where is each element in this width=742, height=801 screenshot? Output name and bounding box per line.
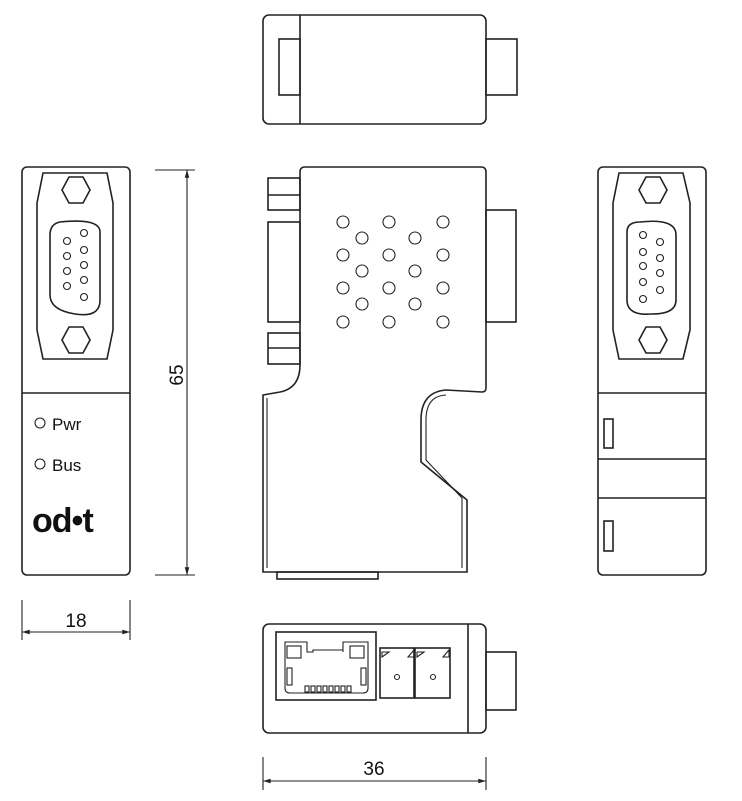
dsub-pin [655,237,665,247]
dsub-pin [62,251,72,261]
vent-hole [336,281,350,295]
dsub-port [49,220,101,316]
vent-hole [436,281,450,295]
hex-screw-icon [638,326,668,354]
vent-hole [336,248,350,262]
rj45-contact [316,685,322,693]
pwr-label: Pwr [52,415,82,434]
dsub-pin [79,260,89,270]
top-view [262,14,518,125]
rj45-contact [304,685,310,693]
rj45-contact [310,685,316,693]
dimension-bottom-width: 36 [262,757,487,790]
odot-logo: od•t [32,502,93,540]
dsub-pin [79,275,89,285]
vent-hole [336,315,350,329]
dsub-pin [655,253,665,263]
dsub-pin [638,247,648,257]
hex-screw-icon [61,326,91,354]
terminal-block-icon [379,647,415,699]
vent-hole [436,215,450,229]
dsub-pin [655,268,665,278]
vent-hole [382,315,396,329]
vent-hole [436,248,450,262]
dsub-pin [62,266,72,276]
dsub-housing [36,172,114,360]
vent-hole [355,297,369,311]
rj45-contact [340,685,346,693]
vent-hole [336,215,350,229]
dimension-side-width: 18 [21,600,131,640]
dsub-pin [79,228,89,238]
vent-hole [355,264,369,278]
dsub-pin [79,292,89,302]
vent-hole [382,248,396,262]
dsub-pin [655,285,665,295]
pwr-led-icon [34,417,46,429]
dsub-pin [638,294,648,304]
dsub-pin [62,281,72,291]
vent-hole [408,297,422,311]
bottom-view [262,623,517,734]
hex-screw-icon [61,176,91,204]
dsub-pin [638,261,648,271]
vent-hole [355,231,369,245]
front-view: Pwr Bus od•t [21,166,131,576]
dsub-pin [638,277,648,287]
vent-hole [436,315,450,329]
terminal-block-icon [414,647,451,699]
rear-view [597,166,707,576]
rj45-contact [322,685,328,693]
vent-hole [382,281,396,295]
vent-hole [382,215,396,229]
vent-hole [408,231,422,245]
side-view [262,166,517,580]
dsub-pin [638,230,648,240]
dsub-port [626,220,677,316]
hex-screw-icon [638,176,668,204]
bus-label: Bus [52,456,81,475]
dimension-18: 18 [65,611,86,632]
dimension-36: 36 [363,759,384,780]
dsub-pin [62,236,72,246]
rj45-contact [328,685,334,693]
dimension-65: 65 [167,364,188,385]
dimension-height: 65 [155,169,195,576]
vent-hole [408,264,422,278]
rj45-contact [346,685,352,693]
rj45-port-icon [275,631,377,701]
rj45-contact [334,685,340,693]
dsub-pin [79,245,89,255]
bus-led-icon [34,458,46,470]
